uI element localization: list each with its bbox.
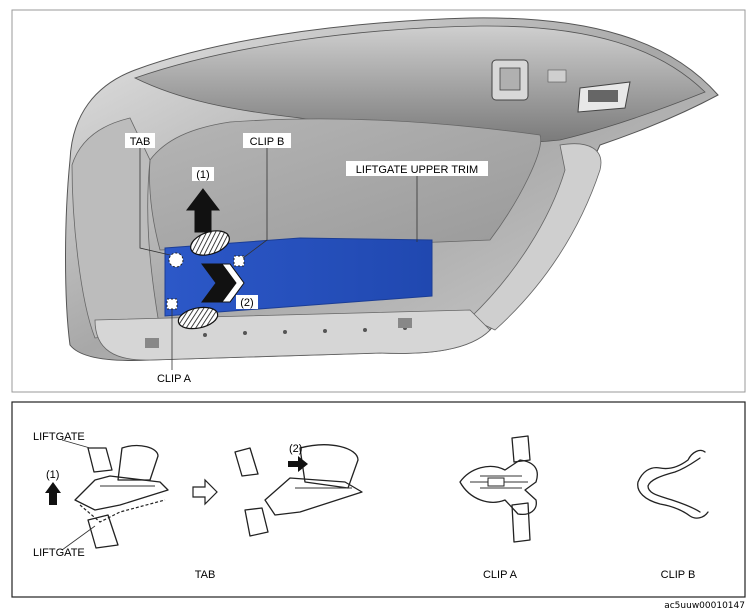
- rear-window-glass: [149, 118, 542, 251]
- svg-text:(1): (1): [196, 169, 209, 181]
- clip-a-marker: [166, 298, 178, 310]
- arrow-step2-highlight: [221, 263, 245, 303]
- liftgate-right-frame: [469, 143, 602, 331]
- handle-slot: [588, 90, 618, 102]
- label-detail-step1: (1): [46, 469, 59, 481]
- tab-arrow-up-icon: [45, 482, 61, 505]
- tab-detail-step1: LIFTGATE LIFTGATE (1): [33, 431, 169, 559]
- figure-code: ac5uuw00010147: [664, 601, 745, 611]
- svg-text:CLIP B: CLIP B: [250, 136, 285, 148]
- label-clip-a: CLIP A: [150, 309, 198, 385]
- label-detail-clip-a: CLIP A: [483, 569, 518, 581]
- clip-a-detail: [459, 435, 538, 543]
- label-detail-step2: (2): [289, 443, 302, 455]
- grip-point-lower: [177, 306, 219, 330]
- arrow-step1-up: [185, 188, 221, 233]
- sequence-arrow-icon: [192, 478, 218, 506]
- sill-holes: [145, 318, 412, 348]
- label-tab: TAB: [125, 133, 171, 256]
- detail-view-frame: [11, 401, 746, 598]
- tab-marker: [168, 252, 184, 268]
- label-liftgate-upper-trim: LIFTGATE UPPER TRIM: [346, 161, 488, 242]
- label-clip-b: CLIP B: [242, 133, 291, 259]
- clip-b-marker: [233, 255, 245, 267]
- label-liftgate-top: LIFTGATE: [33, 431, 85, 443]
- tab-arrow-right-icon: [288, 456, 308, 472]
- svg-text:(2): (2): [240, 297, 253, 309]
- clip-b-detail: [637, 449, 709, 519]
- top-view-panel: (1) (2) TAB CLIP B LIFTGATE UPPER TRIM C…: [11, 9, 746, 393]
- label-liftgate-bottom: LIFTGATE: [33, 547, 85, 559]
- grip-point-upper: [190, 230, 230, 256]
- bracket: [547, 69, 567, 83]
- svg-text:TAB: TAB: [130, 136, 151, 148]
- label-step1: (1): [192, 167, 214, 181]
- liftgate-upper-rim: [133, 25, 706, 144]
- svg-text:LIFTGATE UPPER TRIM: LIFTGATE UPPER TRIM: [356, 164, 478, 176]
- detail-view-panel: LIFTGATE LIFTGATE (1) (2) TAB CLIP A: [11, 401, 746, 598]
- label-step2: (2): [236, 295, 258, 309]
- label-detail-clip-b: CLIP B: [661, 569, 696, 581]
- liftgate-left-pillar: [71, 117, 161, 339]
- latch-bolt: [499, 67, 521, 91]
- svg-text:CLIP A: CLIP A: [157, 373, 192, 385]
- label-detail-tab: TAB: [195, 569, 216, 581]
- tab-detail-step2: (2): [234, 443, 363, 537]
